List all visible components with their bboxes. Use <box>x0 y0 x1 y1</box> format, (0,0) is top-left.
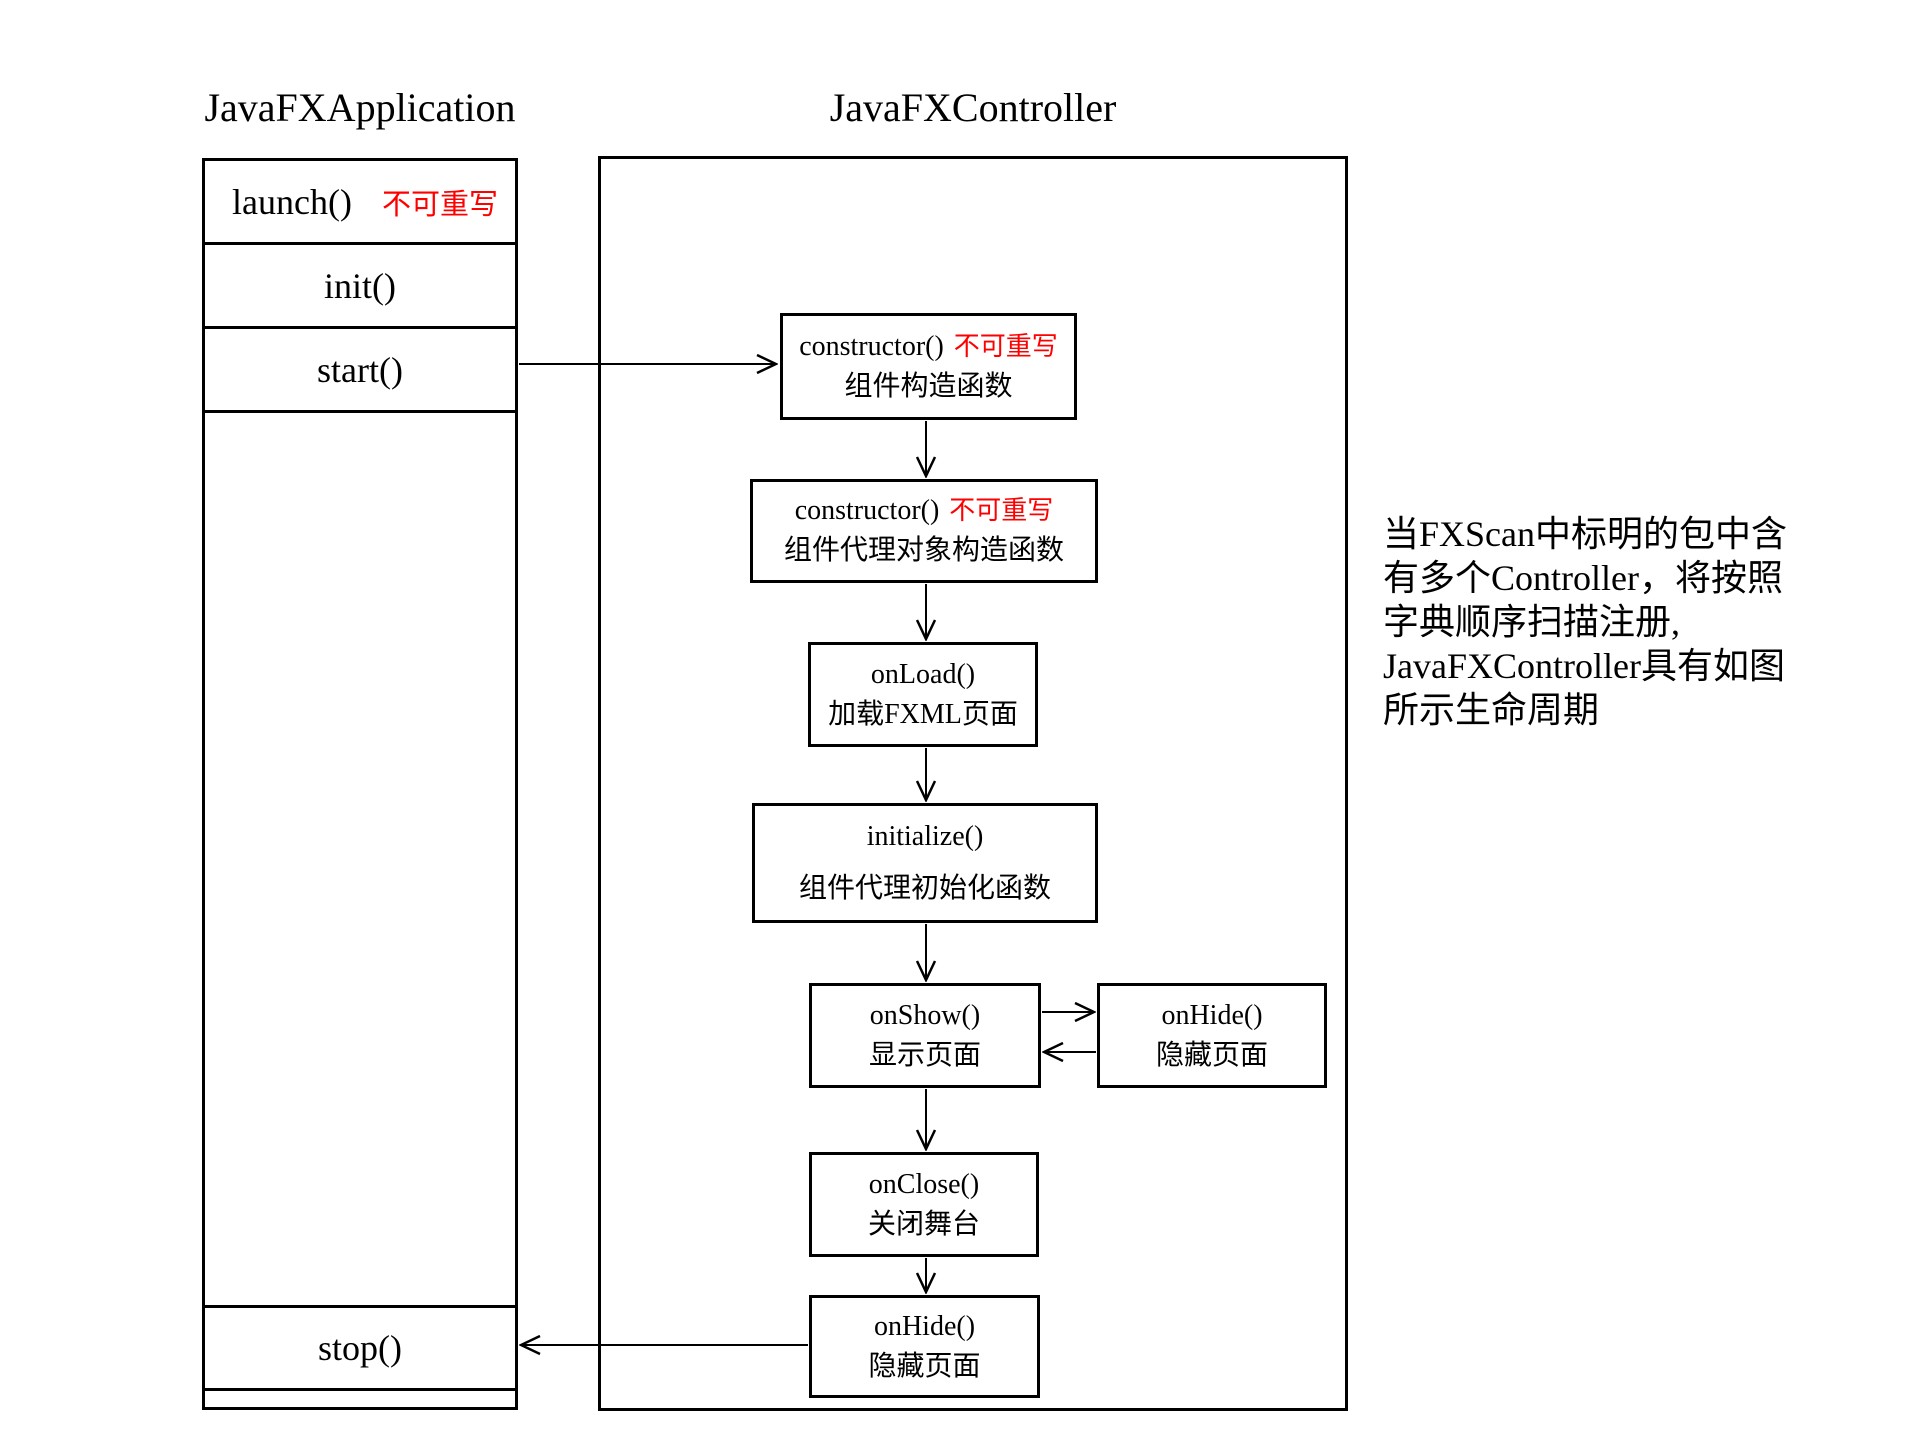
annotation-line: 当FXScan中标明的包中含 <box>1383 514 1787 554</box>
proxy-constructor-label: constructor() <box>794 495 940 526</box>
onhide-side-desc: 隐藏页面 <box>1155 1039 1268 1071</box>
constructor-node-label: constructor() 不可重写 <box>799 330 1058 364</box>
init-label: init() <box>324 265 396 306</box>
divider-init-start <box>205 326 515 329</box>
constructor-note: 不可重写 <box>953 331 1058 361</box>
annotation-line: 所示生命周期 <box>1383 690 1600 730</box>
launch-label: launch() <box>232 181 352 222</box>
javafx-controller-title: JavaFXController <box>829 85 1117 130</box>
onhide-end-node: onHide() 隐藏页面 <box>809 1295 1040 1398</box>
stop-label: stop() <box>318 1328 402 1368</box>
onhide-end-desc: 隐藏页面 <box>868 1350 981 1382</box>
onshow-label: onShow() <box>869 999 981 1031</box>
annotation-line: 字典顺序扫描注册, <box>1383 602 1681 642</box>
divider-stop-bottom <box>205 1388 515 1391</box>
onhide-side-node: onHide() 隐藏页面 <box>1097 983 1327 1088</box>
onclose-desc: 关闭舞台 <box>867 1208 980 1240</box>
constructor-desc: 组件构造函数 <box>844 370 1013 402</box>
initialize-desc: 组件代理初始化函数 <box>798 873 1051 904</box>
annotation-text: 当FXScan中标明的包中含 有多个Controller，将按照 字典顺序扫描注… <box>1383 512 1853 732</box>
initialize-node: initialize() 组件代理初始化函数 <box>752 803 1098 923</box>
onclose-node: onClose() 关闭舞台 <box>809 1152 1039 1257</box>
onhide-side-label: onHide() <box>1161 999 1263 1031</box>
proxy-constructor-note: 不可重写 <box>949 496 1054 525</box>
onshow-desc: 显示页面 <box>868 1039 981 1071</box>
onshow-node: onShow() 显示页面 <box>809 983 1041 1088</box>
start-label: start() <box>317 349 403 390</box>
divider-body-stop <box>205 1305 515 1308</box>
proxy-constructor-desc: 组件代理对象构造函数 <box>783 535 1064 566</box>
constructor-label: constructor() <box>799 330 944 362</box>
divider-launch-init <box>205 242 515 245</box>
javafx-application-class-box <box>202 158 518 1410</box>
onload-desc: 加载FXML页面 <box>828 698 1018 730</box>
proxy-constructor-node: constructor() 不可重写 组件代理对象构造函数 <box>750 479 1098 583</box>
onload-label: onLoad() <box>870 658 976 690</box>
annotation-line: 有多个Controller，将按照 <box>1383 558 1783 598</box>
onhide-end-label: onHide() <box>873 1310 976 1342</box>
onclose-label: onClose() <box>868 1168 980 1200</box>
launch-note: 不可重写 <box>381 188 498 221</box>
stop-compartment: stop() <box>202 1308 518 1388</box>
annotation-line: JavaFXController具有如图 <box>1383 646 1785 686</box>
init-compartment: init() <box>202 245 518 326</box>
divider-start-body <box>205 410 515 413</box>
initialize-label: initialize() <box>866 821 984 852</box>
proxy-constructor-node-label: constructor() 不可重写 <box>795 494 1054 528</box>
onload-node: onLoad() 加载FXML页面 <box>808 642 1038 747</box>
launch-compartment: launch() 不可重写 <box>202 161 518 242</box>
javafx-application-title: JavaFXApplication <box>204 85 516 130</box>
start-compartment: start() <box>202 329 518 410</box>
constructor-node: constructor() 不可重写 组件构造函数 <box>780 313 1077 420</box>
